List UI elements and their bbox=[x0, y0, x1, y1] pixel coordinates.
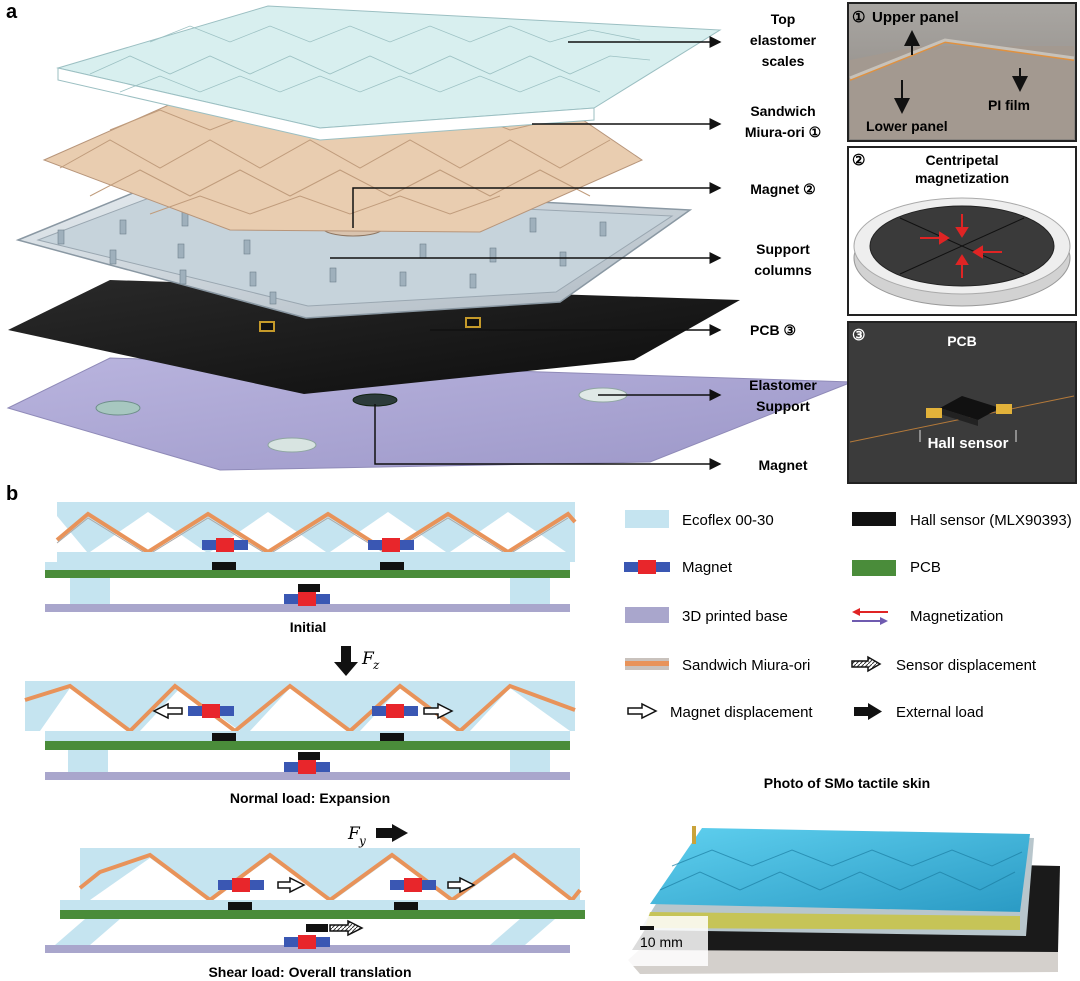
inset2-num: ② bbox=[852, 152, 865, 169]
label-top-scales-2: elastomer bbox=[750, 32, 817, 48]
hall-sensor-chip-1 bbox=[259, 321, 275, 332]
inset2-title-1: Centripetal bbox=[925, 152, 998, 168]
label-elastomer-2: Support bbox=[756, 398, 810, 414]
label-sandwich-2: Miura-ori ① bbox=[745, 124, 821, 140]
legend-pcb: PCB bbox=[910, 559, 941, 576]
legend-base: 3D printed base bbox=[682, 608, 788, 625]
legend-external: External load bbox=[896, 704, 984, 721]
inset1-pi-film: PI film bbox=[988, 97, 1030, 113]
fz-main: F bbox=[361, 649, 375, 669]
photo-smo-tactile-skin: 10 mm bbox=[624, 826, 1060, 974]
hall-sensor-chip-2 bbox=[465, 317, 481, 328]
legend-hall: Hall sensor (MLX90393) bbox=[910, 512, 1072, 529]
legend-swatch-hall bbox=[852, 512, 896, 526]
panel-a-letter: a bbox=[6, 1, 18, 23]
force-fz: F z bbox=[334, 646, 380, 676]
inset1-title: Upper panel bbox=[872, 9, 959, 26]
legend-swatch-magnetization bbox=[852, 608, 888, 625]
scale-label: 10 mm bbox=[640, 934, 683, 950]
force-fy: F y bbox=[347, 824, 408, 848]
label-sandwich-1: Sandwich bbox=[750, 103, 815, 119]
top-elastomer-scales-layer bbox=[56, 5, 722, 141]
legend-magnet: Magnet bbox=[682, 559, 733, 576]
label-pcb-3: PCB ③ bbox=[750, 322, 796, 338]
pcb-board-layer bbox=[8, 280, 740, 394]
inset1-num: ① bbox=[852, 9, 865, 26]
inset-2-magnetization-detail: ② Centripetal magnetization bbox=[847, 146, 1077, 316]
inset3-num: ③ bbox=[852, 327, 865, 344]
legend-miura: Sandwich Miura-ori bbox=[682, 657, 810, 674]
label-elastomer-1: Elastomer bbox=[749, 377, 817, 393]
diagram-shear-load bbox=[45, 848, 585, 953]
legend-swatch-pcb bbox=[852, 560, 896, 576]
inset-3-pcb-detail: ③ PCB Hall sensor bbox=[847, 321, 1077, 484]
photo-title: Photo of SMo tactile skin bbox=[764, 775, 930, 791]
caption-normal: Normal load: Expansion bbox=[230, 790, 390, 806]
legend-ecoflex: Ecoflex 00-30 bbox=[682, 512, 774, 529]
leader-lines-a bbox=[330, 36, 722, 470]
diagram-normal-load bbox=[24, 681, 576, 780]
label-top-scales-3: scales bbox=[762, 53, 805, 69]
legend-swatch-external bbox=[854, 707, 870, 716]
caption-initial: Initial bbox=[290, 619, 327, 635]
legend-magnet-disp: Magnet displacement bbox=[670, 704, 813, 721]
scale-bar bbox=[640, 926, 654, 930]
legend-sensor-disp: Sensor displacement bbox=[896, 657, 1037, 674]
label-top-scales-1: Top bbox=[771, 11, 796, 27]
label-magnet-2: Magnet ② bbox=[750, 181, 815, 197]
fz-sub: z bbox=[372, 658, 380, 672]
caption-shear: Shear load: Overall translation bbox=[208, 964, 411, 980]
legend-magnetization: Magnetization bbox=[910, 608, 1003, 625]
legend-swatch-sensor-disp bbox=[851, 655, 882, 673]
legend-swatch-ecoflex bbox=[625, 510, 669, 528]
legend-swatch-magnet-disp bbox=[627, 702, 658, 720]
inset2-title-2: magnetization bbox=[915, 170, 1009, 186]
diagram-initial bbox=[45, 502, 577, 612]
legend: Ecoflex 00-30 Hall sensor (MLX90393) Mag… bbox=[624, 510, 1072, 721]
label-magnet-bottom: Magnet bbox=[759, 457, 808, 473]
elastomer-support-layer bbox=[6, 357, 853, 471]
fy-main: F bbox=[347, 824, 361, 844]
inset3-title: PCB bbox=[947, 333, 977, 349]
fy-sub: y bbox=[358, 834, 366, 848]
inset-1-sandwich-detail: ① Upper panel PI film Lower panel bbox=[847, 2, 1077, 142]
label-support-2: columns bbox=[754, 262, 812, 278]
inset1-lower-panel: Lower panel bbox=[866, 118, 948, 134]
inset3-hall-sensor: Hall sensor bbox=[928, 435, 1009, 452]
label-support-1: Support bbox=[756, 241, 810, 257]
legend-swatch-base bbox=[625, 607, 669, 623]
panel-b-letter: b bbox=[6, 483, 18, 505]
